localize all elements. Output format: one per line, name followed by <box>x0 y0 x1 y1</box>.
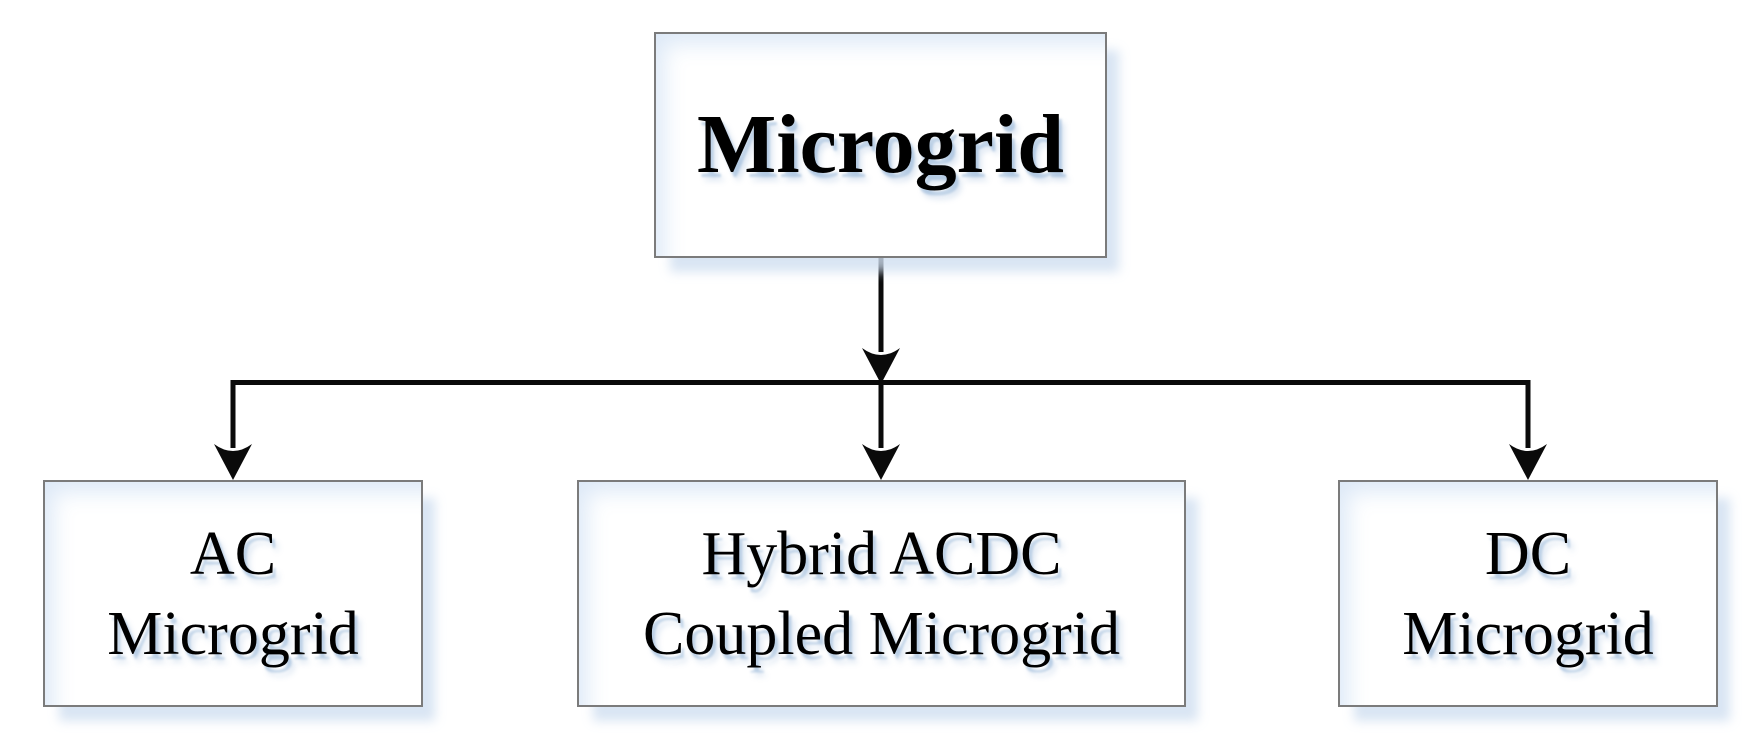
node-hybrid-acdc-label-line1: Hybrid ACDC <box>701 519 1062 588</box>
node-dc-microgrid-label-line1: DC <box>1484 519 1572 588</box>
node-ac-microgrid-label-line2: Microgrid <box>107 599 359 668</box>
node-ac-microgrid-label-line1: AC <box>189 519 277 588</box>
node-hybrid-acdc-coupled-microgrid: Hybrid ACDC Coupled Microgrid <box>577 480 1186 707</box>
node-hybrid-acdc-label-line2: Coupled Microgrid <box>643 599 1120 668</box>
arrow-down-icon <box>214 444 252 480</box>
arrow-down-icon <box>862 348 900 384</box>
node-dc-microgrid-label-line2: Microgrid <box>1402 599 1654 668</box>
arrow-down-icon <box>1509 444 1547 480</box>
node-dc-microgrid: DC Microgrid <box>1338 480 1718 707</box>
node-microgrid: Microgrid <box>654 32 1107 258</box>
arrow-down-icon <box>862 444 900 480</box>
node-microgrid-label: Microgrid <box>696 97 1064 191</box>
node-ac-microgrid: AC Microgrid <box>43 480 423 707</box>
